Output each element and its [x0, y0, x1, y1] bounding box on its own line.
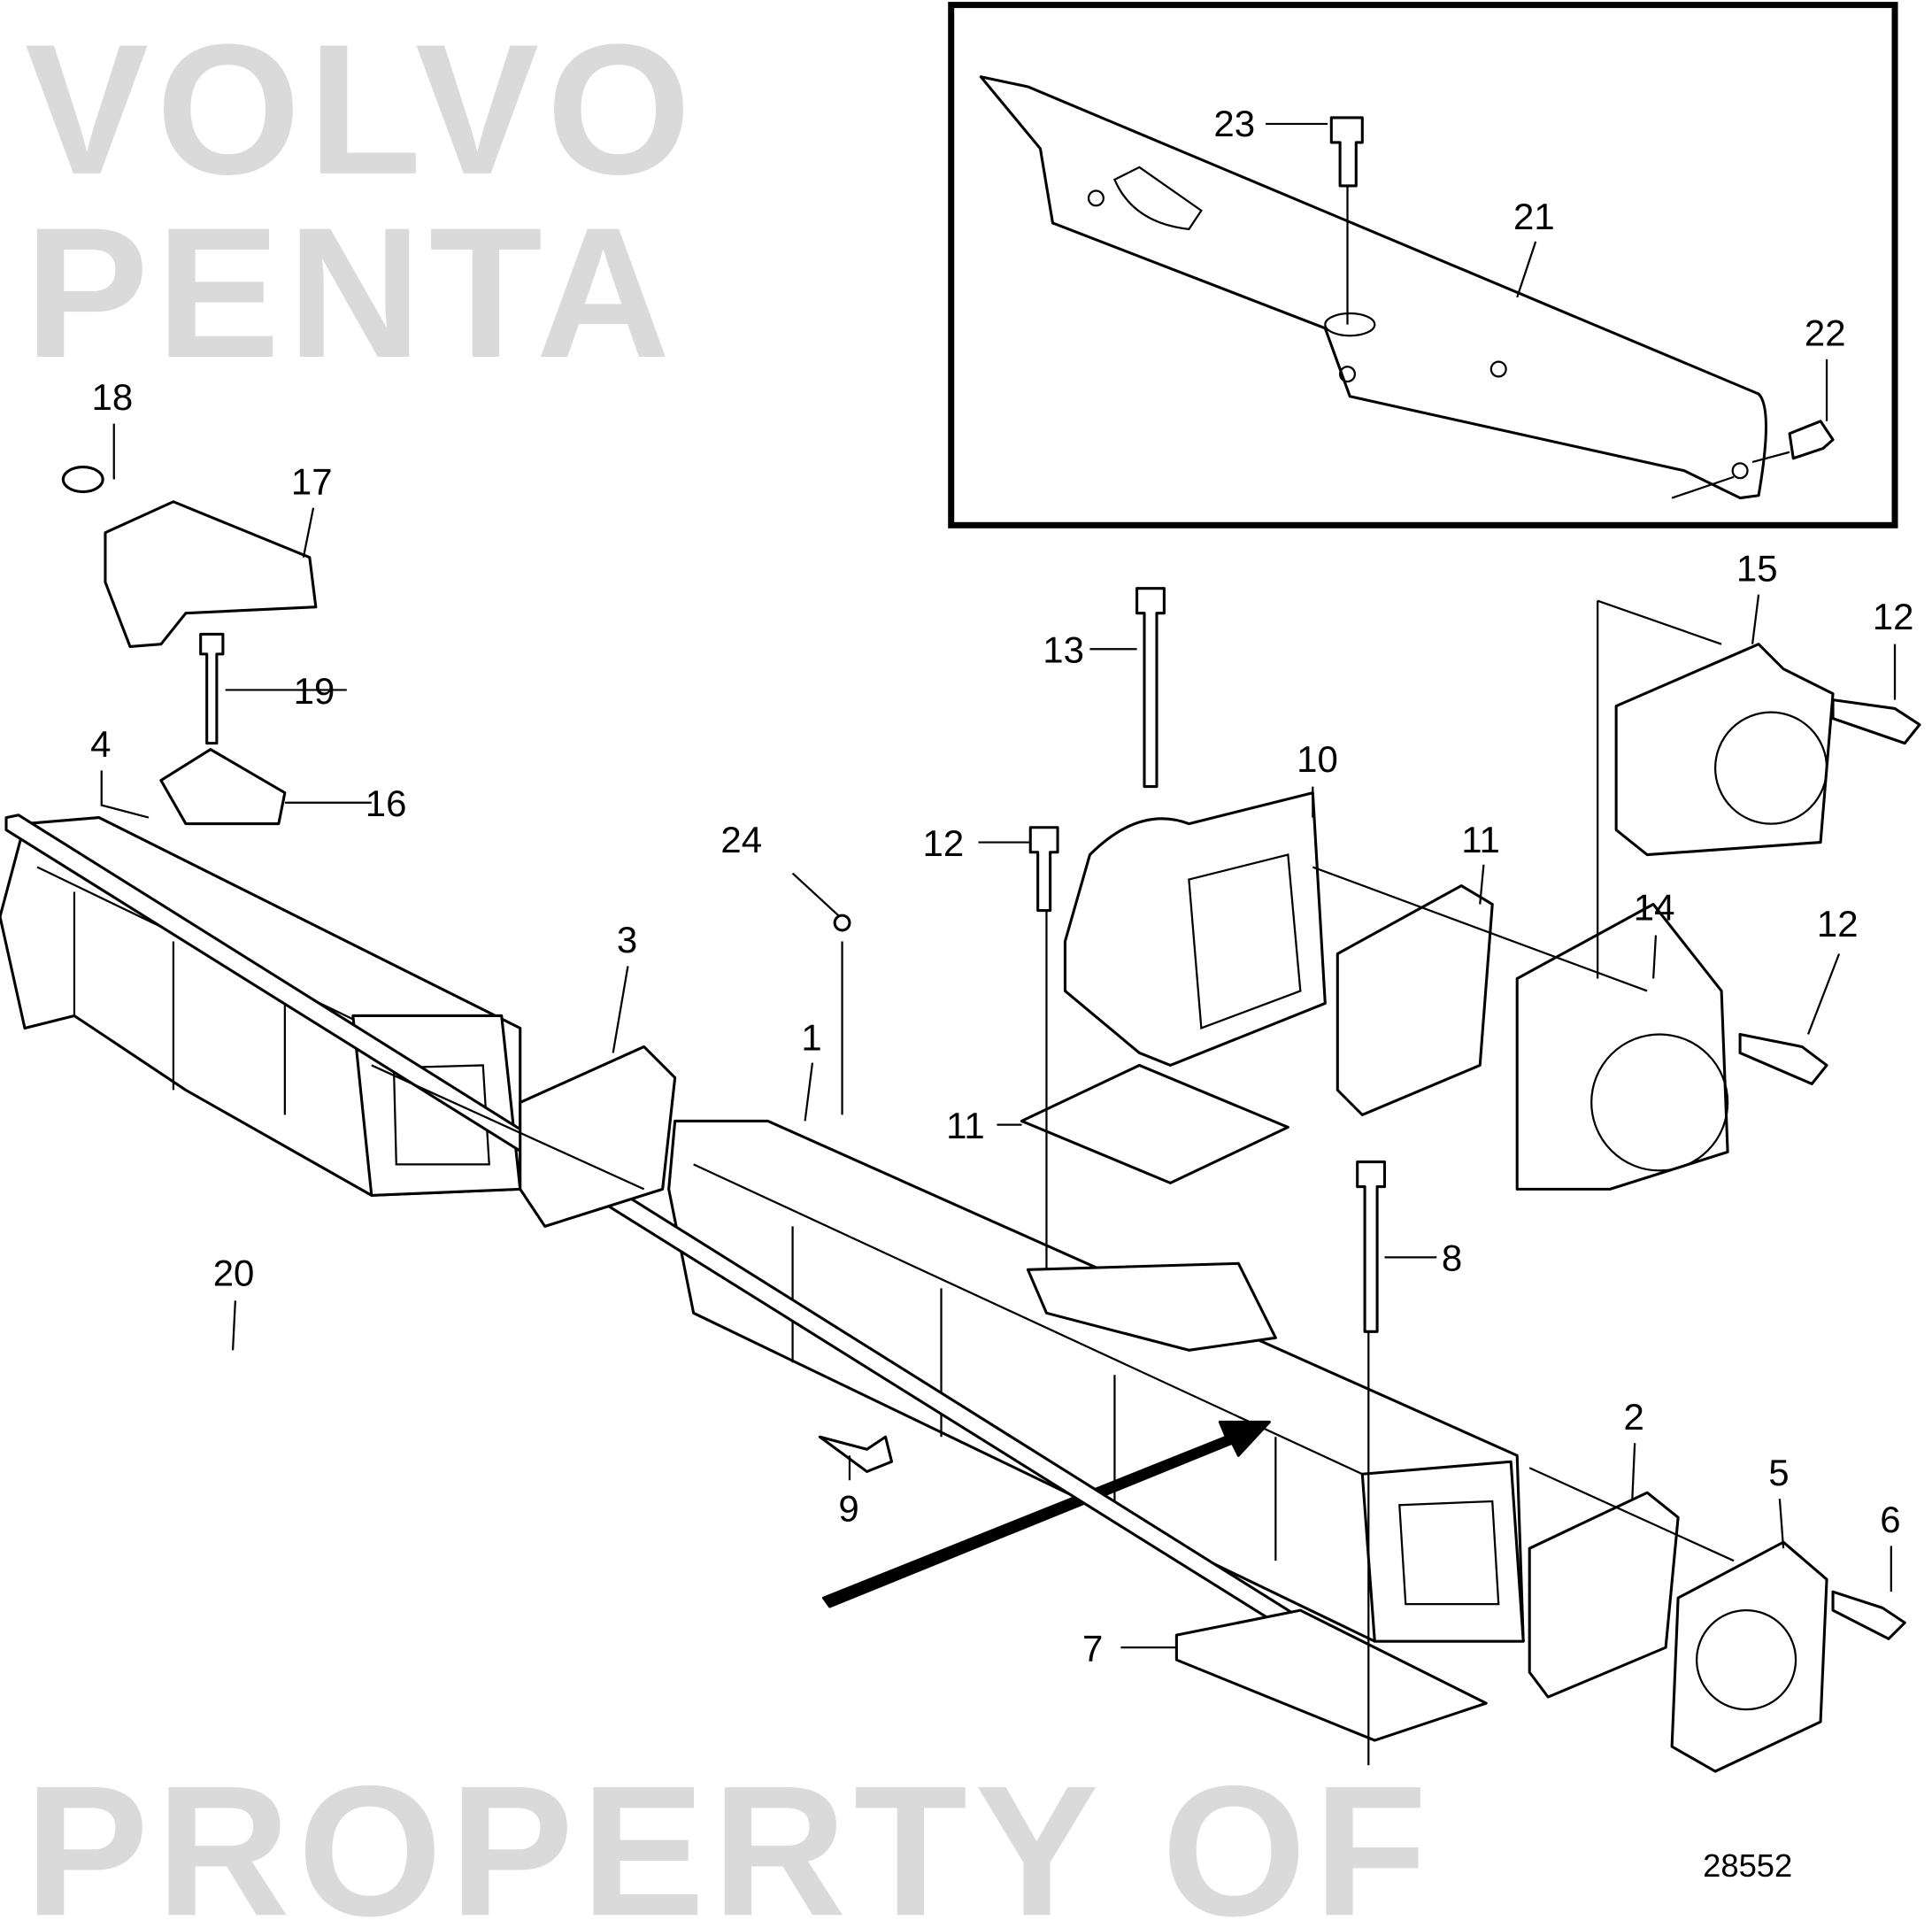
inset-detail [948, 2, 1898, 528]
manifold-section-1 [667, 1119, 1525, 1643]
sensor-16 [159, 748, 287, 826]
bolt-6 [1831, 1590, 1906, 1640]
callout-2: 2 [1624, 1396, 1644, 1438]
bolt-12-mid-right [1738, 1032, 1828, 1085]
callout-7: 7 [1082, 1628, 1103, 1669]
callout-19: 19 [294, 670, 335, 712]
callout-20: 20 [213, 1253, 255, 1294]
callout-17: 17 [291, 460, 333, 502]
callout-12-mid-right: 12 [1817, 903, 1859, 945]
callout-11-upper: 11 [1461, 819, 1500, 860]
callout-3: 3 [617, 919, 637, 960]
watermark-word: VOLVO [25, 6, 698, 213]
callout-12-top-right: 12 [1873, 596, 1914, 637]
callout-18: 18 [92, 376, 134, 418]
callout-14: 14 [1634, 887, 1675, 929]
elbow-10 [1063, 791, 1327, 1067]
callout-5: 5 [1768, 1452, 1789, 1493]
callout-4: 4 [90, 723, 111, 765]
callout-16: 16 [366, 783, 407, 824]
bolt-8 [1356, 1160, 1387, 1333]
gasket-2 [1528, 1491, 1680, 1699]
bolt-22 [1788, 420, 1835, 460]
bolt-12-left [1028, 826, 1059, 913]
bolt-12-top-right [1831, 698, 1921, 745]
watermark-line-1: PROPERTY OF [25, 1747, 1435, 1920]
callout-6: 6 [1880, 1499, 1900, 1540]
leader-lines [100, 122, 1897, 1766]
callout-11-lower: 11 [946, 1105, 985, 1146]
callout-24: 24 [720, 819, 762, 860]
bolt-9 [818, 1435, 894, 1473]
grommet-18 [61, 466, 104, 494]
bolt-23 [1329, 116, 1364, 188]
callout-9: 9 [838, 1487, 858, 1529]
callout-22: 22 [1805, 312, 1846, 353]
callout-10: 10 [1297, 738, 1338, 780]
callout-21: 21 [1513, 196, 1555, 237]
adapter-14 [1515, 902, 1729, 1191]
callout-1: 1 [801, 1017, 821, 1059]
gasket-3 [519, 1045, 677, 1228]
callout-23: 23 [1213, 103, 1255, 144]
gasket-11-lower [1020, 1063, 1289, 1184]
callout-8: 8 [1442, 1238, 1462, 1279]
callout-15: 15 [1736, 547, 1778, 589]
plug-24 [833, 914, 851, 932]
adapter-15 [1614, 643, 1835, 857]
callouts: 23 21 22 18 17 19 4 16 24 12 13 10 11 15… [90, 103, 1913, 1884]
bracket-21 [979, 75, 1767, 500]
arrow [822, 1420, 1271, 1608]
gasket-11-upper [1335, 883, 1494, 1116]
callout-12-left: 12 [923, 822, 965, 864]
reference-number: 28552 [1703, 1847, 1792, 1884]
bolt-19 [199, 632, 225, 745]
bracket-17 [104, 500, 318, 649]
callout-13: 13 [1043, 629, 1084, 671]
gasket-7 [1174, 1608, 1488, 1742]
bolt-13 [1135, 587, 1166, 789]
watermark-word: PENTA [25, 189, 678, 397]
cover-5 [1670, 1540, 1828, 1773]
